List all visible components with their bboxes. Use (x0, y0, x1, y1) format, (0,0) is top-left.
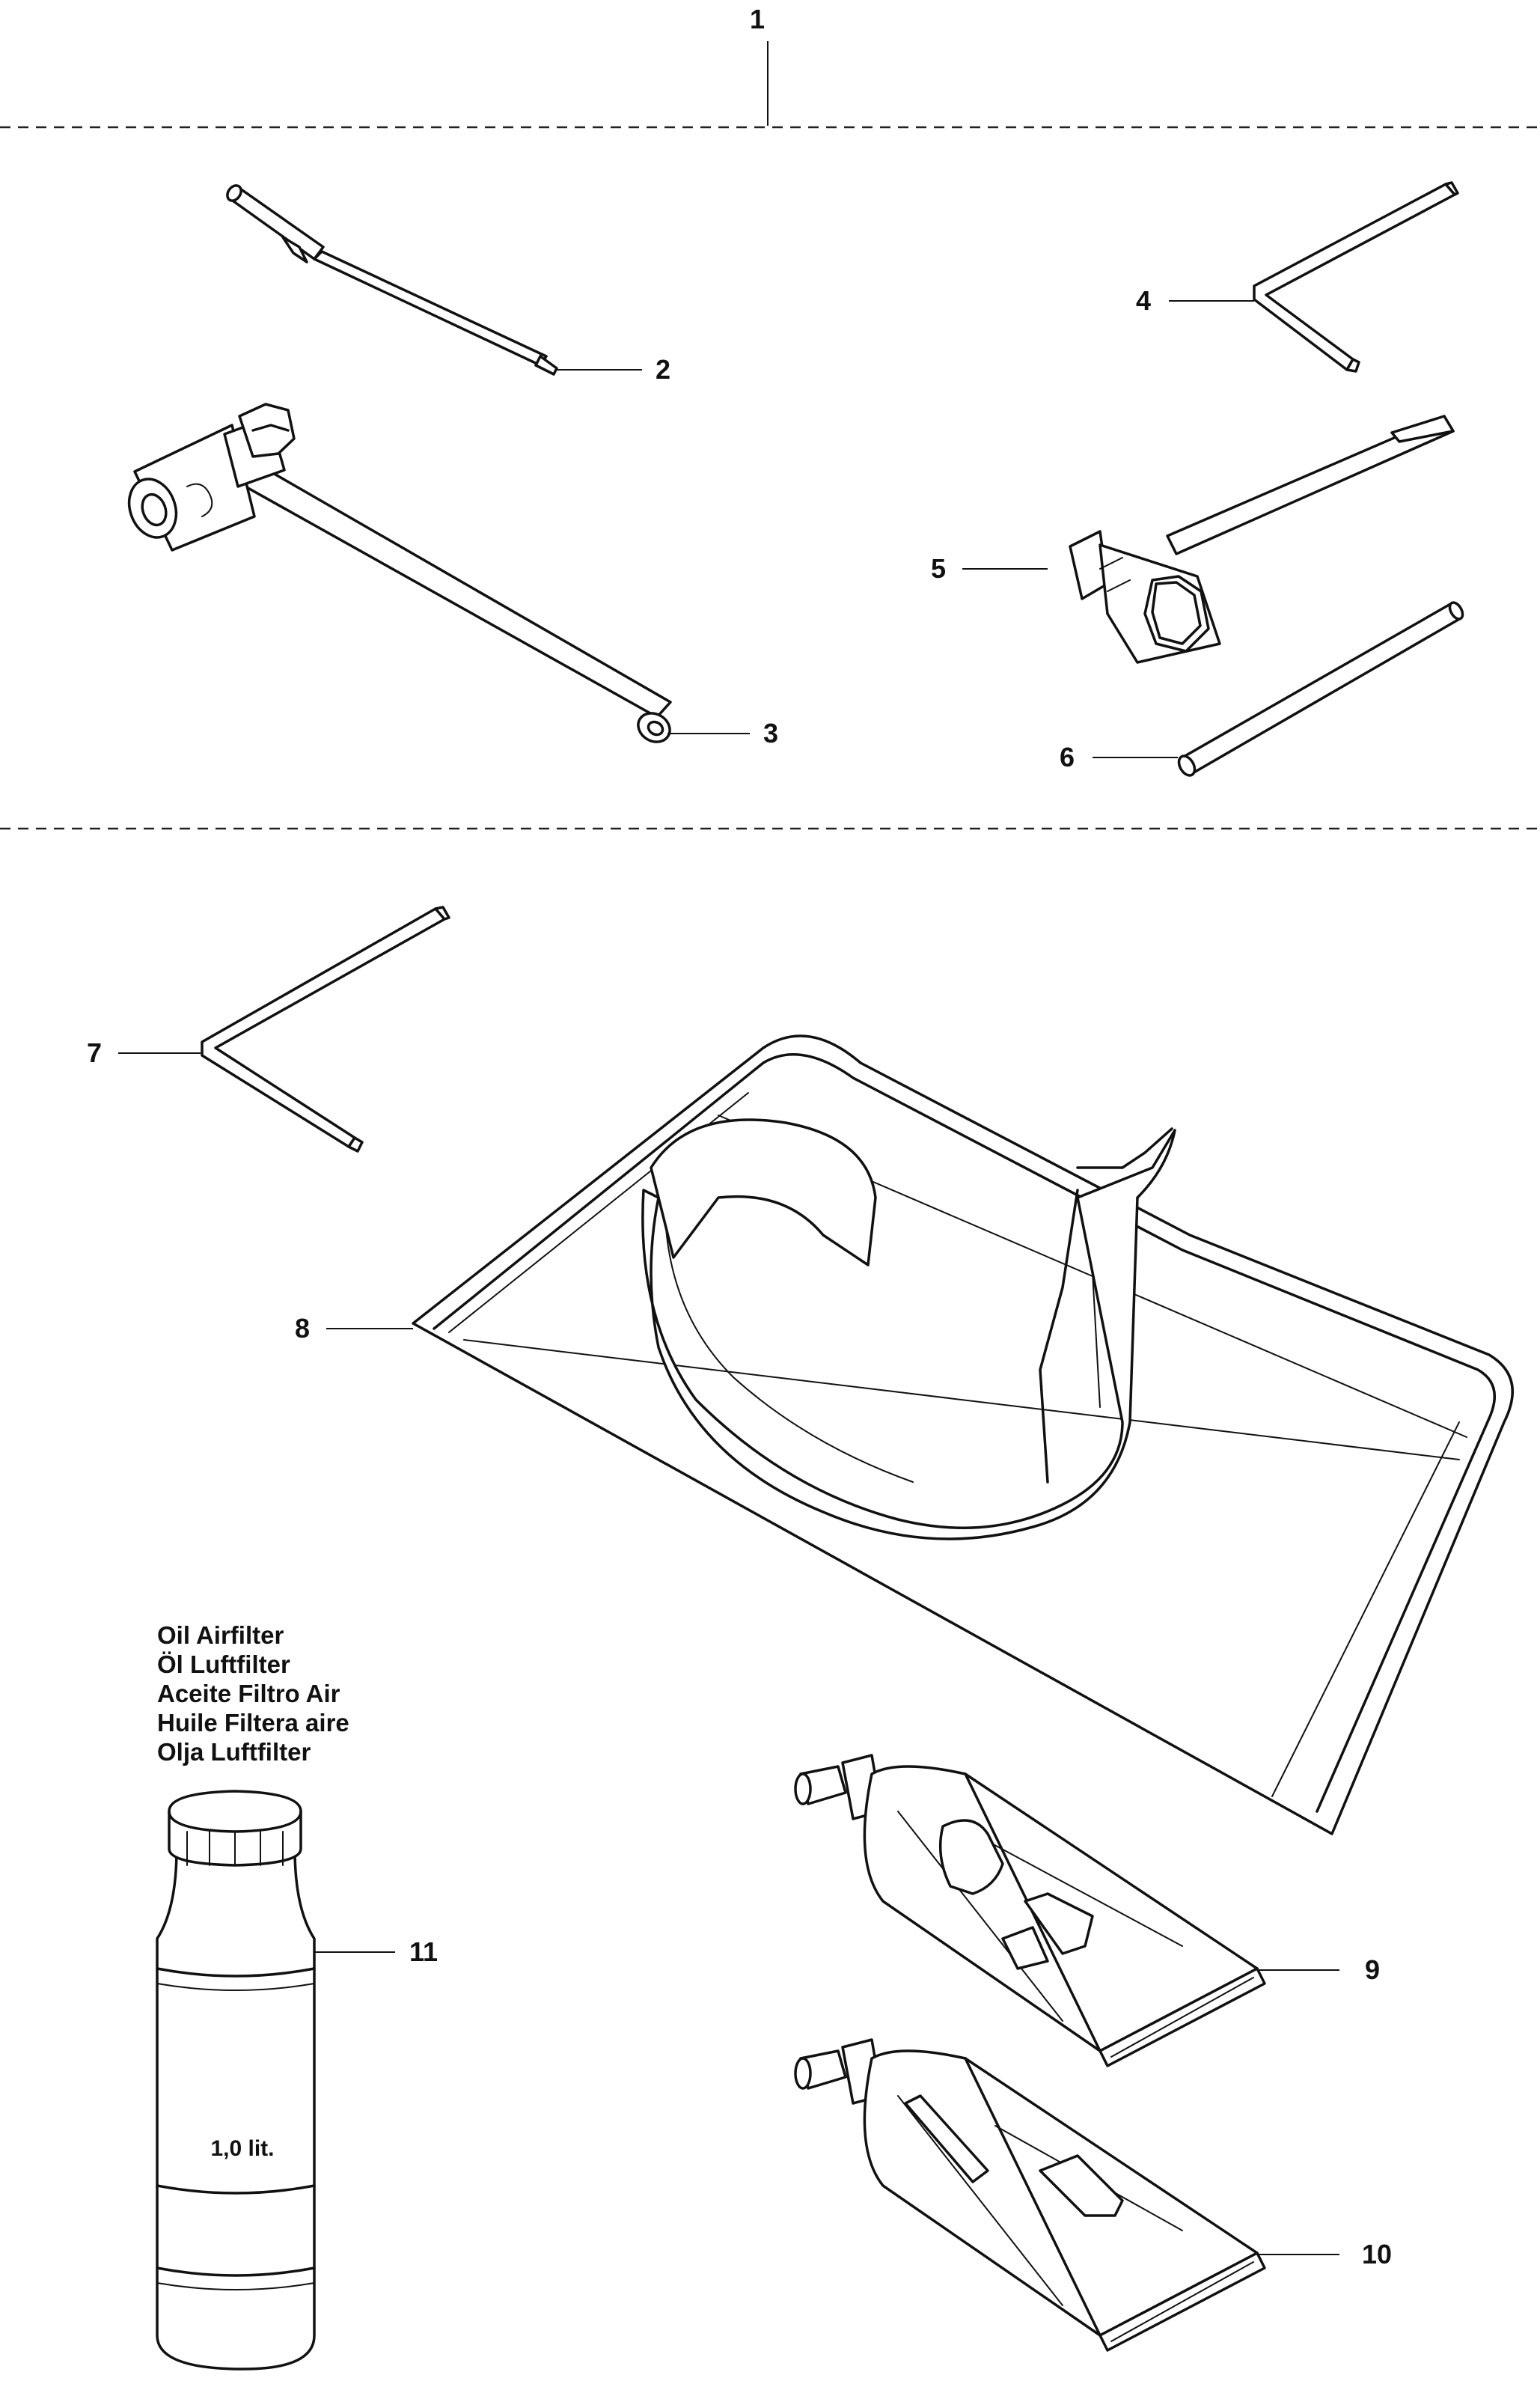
hex-key-part-7 (201, 906, 450, 1153)
callout-5: 5 (931, 553, 946, 584)
oil-label-line-4: Huile Filtera aire (157, 1709, 349, 1737)
grease-tube-part-9 (794, 1754, 1266, 2067)
oil-label-line-3: Aceite Filtro Air (157, 1680, 340, 1707)
callout-1: 1 (750, 4, 765, 34)
rod-part-6 (1177, 601, 1464, 777)
oil-label-line-1: Oil Airfilter (157, 1621, 284, 1649)
callout-10: 10 (1362, 2239, 1392, 2269)
bottle-volume-label: 1,0 lit. (210, 2136, 274, 2161)
screwdriver-part-2 (226, 184, 558, 376)
callout-4: 4 (1136, 285, 1151, 316)
callout-9: 9 (1365, 1954, 1380, 1985)
grease-tube-part-10 (794, 2038, 1266, 2352)
callout-3: 3 (763, 718, 778, 749)
callout-6: 6 (1060, 742, 1075, 772)
combination-wrench-part-5 (1069, 415, 1455, 664)
harness-bag-part-8 (412, 1034, 1514, 1835)
t-socket-wrench-part-3 (127, 403, 672, 743)
callout-2: 2 (656, 354, 670, 385)
callout-11: 11 (409, 1936, 438, 1967)
oil-label-line-5: Olja Luftfilter (157, 1738, 311, 1766)
callout-8: 8 (295, 1313, 310, 1344)
oil-label-line-2: Öl Luftfilter (157, 1650, 290, 1678)
callout-7: 7 (87, 1037, 102, 1068)
oil-bottle-part-11 (156, 1790, 316, 2371)
hex-key-part-4 (1253, 181, 1459, 373)
